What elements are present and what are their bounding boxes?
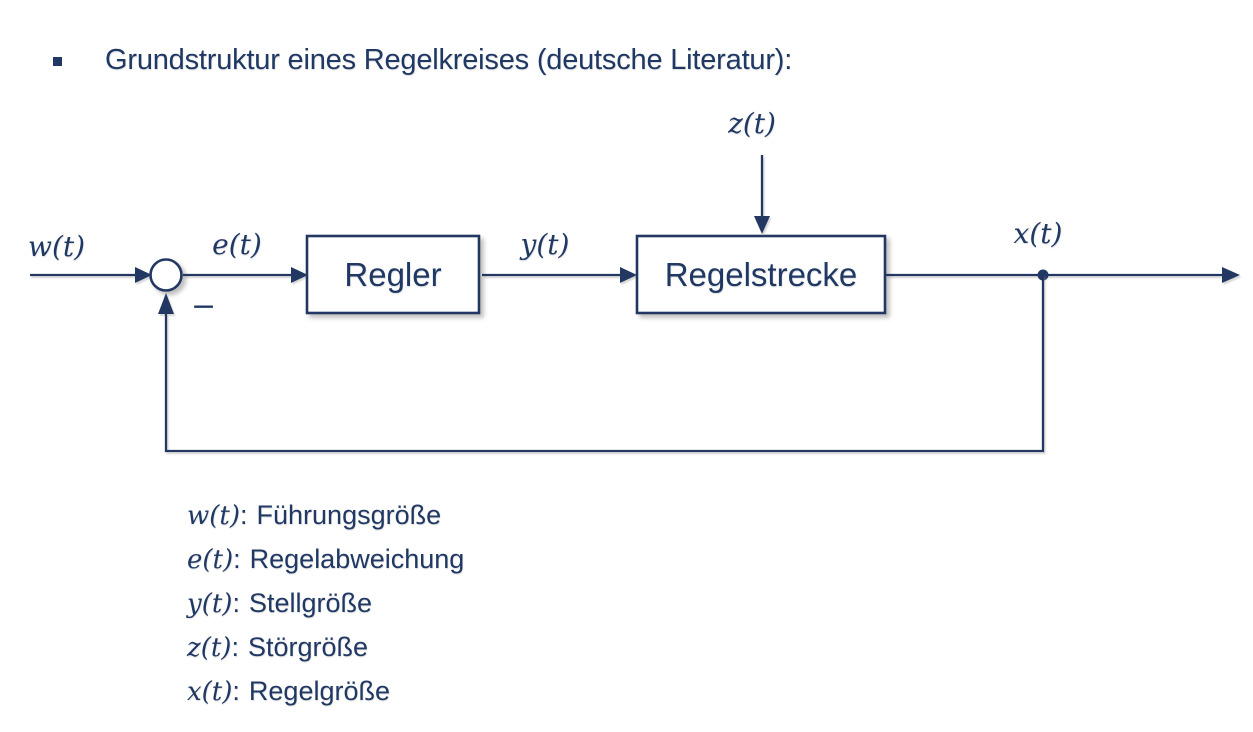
- legend-row-output: x(t): Regelgröße: [187, 676, 464, 720]
- legend-row-error: e(t): Regelabweichung: [187, 544, 464, 588]
- error-signal-label: e(t): [212, 228, 262, 261]
- legend-description: Stellgröße: [248, 588, 373, 618]
- signal-legend: w(t):Führungsgröße e(t):Regelabweichung …: [187, 500, 464, 720]
- legend-row-control: y(t): Stellgröße: [187, 588, 464, 632]
- output-arrow: [886, 267, 1240, 283]
- legend-separator: :: [231, 632, 239, 662]
- legend-separator: :: [232, 676, 240, 706]
- plant-block-label: Regelstrecke: [664, 255, 858, 293]
- legend-symbol: z(t): [187, 633, 232, 663]
- legend-description: Störgröße: [247, 632, 369, 662]
- legend-description: Führungsgröße: [256, 500, 442, 530]
- minus-sign: −: [191, 289, 217, 324]
- summing-junction: [149, 258, 183, 292]
- controller-block: [305, 234, 481, 315]
- legend-separator: :: [240, 500, 248, 530]
- legend-description: Regelgröße: [248, 676, 390, 706]
- legend-symbol: w(t): [187, 501, 240, 531]
- title-row: Grundstruktur eines Regelkreises (deutsc…: [53, 44, 792, 77]
- plant-block: [635, 234, 887, 315]
- control-signal-label: y(t): [520, 228, 570, 261]
- page-title: Grundstruktur eines Regelkreises (deutsc…: [105, 44, 793, 76]
- disturbance-arrow: [754, 155, 770, 234]
- control-arrow: [482, 267, 637, 283]
- legend-symbol: y(t): [187, 589, 233, 619]
- legend-separator: :: [232, 588, 240, 618]
- square-bullet-icon: [53, 57, 62, 66]
- legend-row-reference: w(t): Führungsgröße: [187, 500, 464, 544]
- error-arrow: [183, 267, 308, 283]
- legend-separator: :: [233, 544, 241, 574]
- reference-signal-label: w(t): [28, 230, 86, 263]
- legend-row-disturbance: z(t): Störgröße: [187, 632, 464, 676]
- output-signal-label: x(t): [1013, 217, 1063, 250]
- legend-symbol: x(t): [187, 677, 233, 707]
- disturbance-signal-label: z(t): [728, 107, 776, 140]
- legend-symbol: e(t): [187, 545, 234, 575]
- legend-description: Regelabweichung: [249, 544, 465, 574]
- feedback-path: [158, 275, 1045, 453]
- controller-block-label: Regler: [344, 255, 442, 293]
- input-arrow: [30, 267, 152, 283]
